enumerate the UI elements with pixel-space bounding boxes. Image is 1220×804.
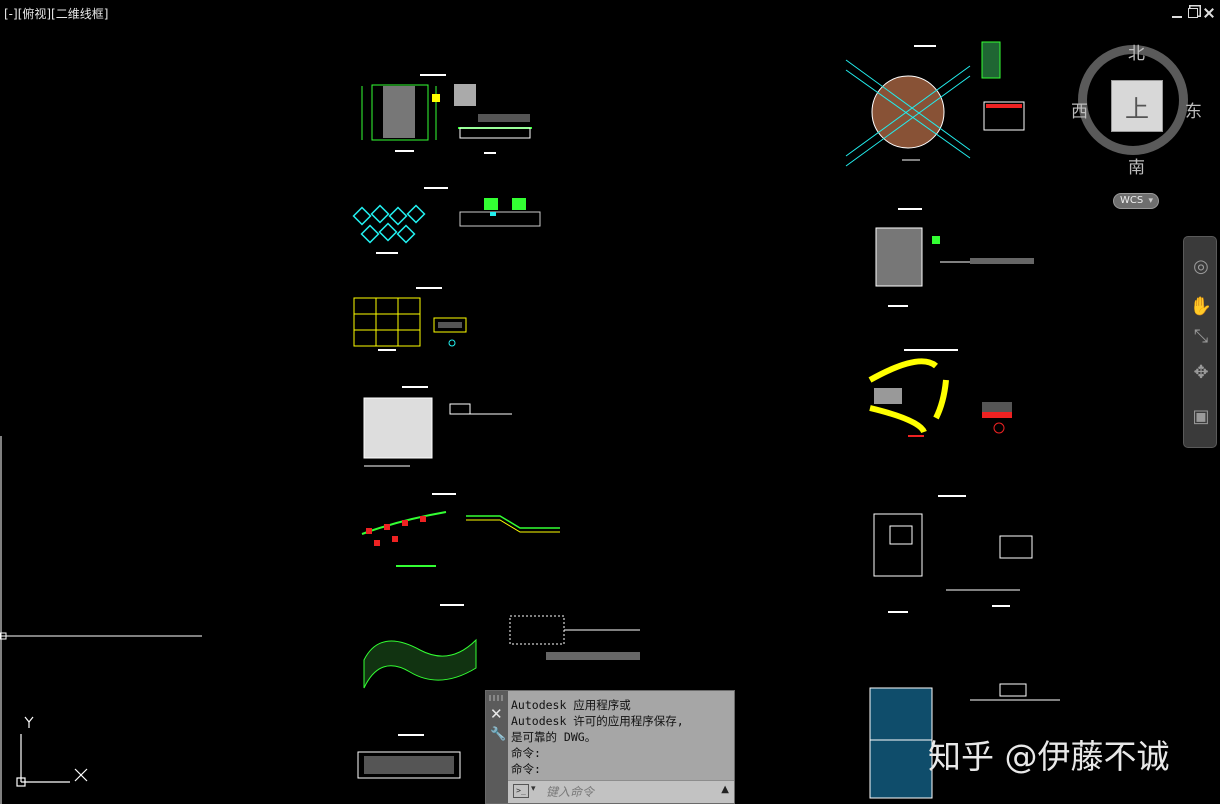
- viewport-window-controls: [1172, 8, 1214, 18]
- detail-plaza-section[interactable]: [875, 208, 1034, 307]
- detail-gate[interactable]: [873, 495, 1033, 613]
- command-input-row: >_ ▾ ▲: [508, 780, 734, 803]
- restore-icon[interactable]: [1188, 8, 1198, 18]
- pan-hand-icon[interactable]: ✋: [1189, 296, 1213, 317]
- wcs-menu-button[interactable]: WCS: [1113, 193, 1159, 209]
- detail-paving-5[interactable]: [361, 493, 560, 567]
- detail-paving-3[interactable]: [353, 287, 467, 351]
- compass-ring[interactable]: [1078, 45, 1188, 155]
- wrench-icon[interactable]: 🔧: [490, 727, 507, 742]
- orbit-icon[interactable]: ✥: [1193, 362, 1209, 383]
- command-prompt-icon[interactable]: >_: [513, 784, 529, 798]
- detail-paving-1[interactable]: [361, 74, 532, 154]
- steering-wheel-icon[interactable]: ◎: [1193, 256, 1209, 277]
- compass-north[interactable]: 北: [1128, 44, 1145, 64]
- compass-west[interactable]: 西: [1071, 102, 1088, 122]
- history-line: Autodesk 许可的应用程序保存,: [511, 714, 684, 728]
- viewcube[interactable]: 上 北 南 西 东: [1071, 40, 1203, 178]
- history-line: 命令:: [511, 762, 541, 776]
- command-history: Autodesk 应用程序或 Autodesk 许可的应用程序保存, 是可靠的 DW…: [511, 697, 731, 777]
- viewcube-top-face[interactable]: 上: [1111, 80, 1163, 132]
- compass-east[interactable]: 东: [1185, 102, 1202, 122]
- zoom-icon[interactable]: ⤡: [1193, 326, 1209, 347]
- history-line: 命令:: [511, 746, 541, 760]
- chevron-up-icon[interactable]: ▲: [721, 784, 729, 795]
- drag-grip-icon[interactable]: [489, 695, 505, 701]
- command-line-sidebar: ✕ 🔧: [486, 691, 508, 803]
- detail-ring-planter[interactable]: [868, 349, 1012, 437]
- detail-paving-7[interactable]: [357, 734, 461, 779]
- navigation-bar: ◎ ✋ ⤡ ✥ ▣: [1183, 236, 1217, 448]
- history-line: Autodesk 应用程序或: [511, 698, 631, 712]
- detail-paving-2[interactable]: [352, 187, 541, 254]
- detail-paving-4[interactable]: [363, 386, 512, 467]
- history-line: 是可靠的 DWG。: [511, 730, 597, 744]
- detail-plaza-plan[interactable]: [845, 41, 1025, 167]
- ucs-icon: [16, 716, 88, 787]
- detail-paving-6[interactable]: [363, 604, 640, 689]
- command-input[interactable]: [544, 783, 718, 801]
- minimize-icon[interactable]: [1172, 8, 1182, 18]
- compass-south[interactable]: 南: [1128, 158, 1145, 178]
- watermark-text: 知乎 @伊藤不诚: [928, 737, 1170, 776]
- chevron-down-icon[interactable]: ▾: [531, 784, 536, 794]
- close-icon[interactable]: ✕: [490, 705, 503, 723]
- detail-pool[interactable]: [869, 683, 1060, 799]
- command-line-window: ✕ 🔧 Autodesk 应用程序或 Autodesk 许可的应用程序保存, 是可靠…: [485, 690, 735, 804]
- viewport-controls-label[interactable]: [-][俯视][二维线框]: [4, 7, 109, 21]
- showmotion-icon[interactable]: ▣: [1192, 406, 1210, 427]
